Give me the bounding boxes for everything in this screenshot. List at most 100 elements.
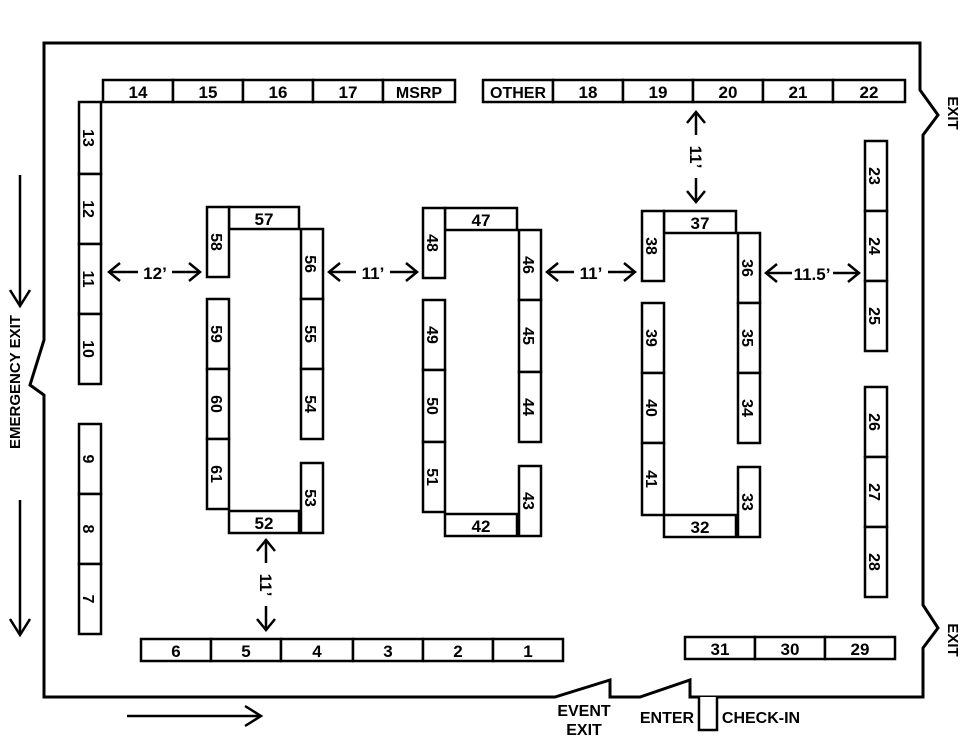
booth-6[interactable]: 6 xyxy=(139,637,213,663)
event-exit-label-line2: EXIT xyxy=(566,722,602,739)
booth-51[interactable]: 51 xyxy=(421,440,447,514)
booth-39[interactable]: 39 xyxy=(640,301,666,375)
svg-text:22: 22 xyxy=(860,83,879,102)
svg-text:39: 39 xyxy=(642,329,659,347)
booth-25[interactable]: 25 xyxy=(863,279,889,353)
svg-text:37: 37 xyxy=(691,214,710,233)
svg-text:10: 10 xyxy=(79,340,96,358)
svg-text:53: 53 xyxy=(301,489,318,507)
booth-59[interactable]: 59 xyxy=(205,297,231,371)
booth-7[interactable]: 7 xyxy=(77,562,103,636)
flow-arrow-right xyxy=(127,704,264,728)
svg-text:50: 50 xyxy=(423,397,440,415)
booth-15[interactable]: 15 xyxy=(171,78,245,104)
svg-text:32: 32 xyxy=(691,518,710,537)
svg-text:47: 47 xyxy=(472,211,491,230)
svg-text:60: 60 xyxy=(207,395,224,413)
booth-53[interactable]: 53 xyxy=(299,461,325,535)
booth-50[interactable]: 50 xyxy=(421,368,447,444)
svg-text:42: 42 xyxy=(472,517,491,536)
booth-other[interactable]: OTHER xyxy=(481,78,555,104)
booth-30[interactable]: 30 xyxy=(753,635,827,661)
booth-60[interactable]: 60 xyxy=(205,367,231,441)
booth-34[interactable]: 34 xyxy=(736,371,762,445)
booth-48[interactable]: 48 xyxy=(421,206,447,280)
booth-22[interactable]: 22 xyxy=(831,78,907,104)
svg-text:44: 44 xyxy=(519,398,536,416)
booth-31[interactable]: 31 xyxy=(683,635,757,661)
booth-44[interactable]: 44 xyxy=(517,370,543,444)
booth-46[interactable]: 46 xyxy=(517,228,543,302)
booth-42[interactable]: 42 xyxy=(443,512,519,538)
booth-47[interactable]: 47 xyxy=(443,206,519,232)
booth-16[interactable]: 16 xyxy=(241,78,315,104)
svg-text:18: 18 xyxy=(579,83,598,102)
booth-14[interactable]: 14 xyxy=(101,78,175,104)
booth-17[interactable]: 17 xyxy=(311,78,385,104)
booth-43[interactable]: 43 xyxy=(517,464,543,538)
svg-text:24: 24 xyxy=(865,237,882,255)
svg-text:56: 56 xyxy=(301,255,318,273)
booth-4[interactable]: 4 xyxy=(279,637,355,663)
svg-text:2: 2 xyxy=(453,642,462,661)
booth-26[interactable]: 26 xyxy=(863,385,889,459)
booth-49[interactable]: 49 xyxy=(421,298,447,372)
booth-5[interactable]: 5 xyxy=(209,637,283,663)
booth-40[interactable]: 40 xyxy=(640,371,666,445)
booth-32[interactable]: 32 xyxy=(662,513,738,539)
svg-text:29: 29 xyxy=(851,640,870,659)
booth-1[interactable]: 1 xyxy=(491,637,565,663)
booth-23[interactable]: 23 xyxy=(863,139,889,213)
booth-24[interactable]: 24 xyxy=(863,209,889,283)
booth-28[interactable]: 28 xyxy=(863,525,889,599)
booth-18[interactable]: 18 xyxy=(551,78,625,104)
booth-19[interactable]: 19 xyxy=(621,78,695,104)
booth-37[interactable]: 37 xyxy=(662,209,738,235)
svg-text:13: 13 xyxy=(79,129,96,147)
booth-3[interactable]: 3 xyxy=(351,637,425,663)
svg-text:51: 51 xyxy=(423,468,440,486)
booth-61[interactable]: 61 xyxy=(205,437,231,511)
booth-11[interactable]: 11 xyxy=(77,242,103,316)
booth-8[interactable]: 8 xyxy=(77,492,103,566)
booth-45[interactable]: 45 xyxy=(517,298,543,374)
booth-33[interactable]: 33 xyxy=(736,465,762,539)
svg-text:19: 19 xyxy=(649,83,668,102)
booth-35[interactable]: 35 xyxy=(736,301,762,375)
dimension-11ft-bottom xyxy=(256,538,276,632)
svg-text:16: 16 xyxy=(269,83,288,102)
svg-text:59: 59 xyxy=(207,325,224,343)
booth-20[interactable]: 20 xyxy=(691,78,765,104)
svg-text:6: 6 xyxy=(171,642,180,661)
flow-arrow-down-upper xyxy=(8,175,32,309)
booth-2[interactable]: 2 xyxy=(421,637,495,663)
booth-21[interactable]: 21 xyxy=(761,78,835,104)
svg-text:MSRP: MSRP xyxy=(396,85,443,102)
dimension-11ft-b-label: 11’ xyxy=(580,264,603,283)
svg-text:OTHER: OTHER xyxy=(490,85,546,102)
booth-27[interactable]: 27 xyxy=(863,455,889,529)
booth-36[interactable]: 36 xyxy=(736,231,762,305)
booth-10[interactable]: 10 xyxy=(77,312,103,386)
booth-52[interactable]: 52 xyxy=(227,509,301,535)
booth-41[interactable]: 41 xyxy=(640,441,666,517)
booth-57[interactable]: 57 xyxy=(227,205,301,231)
booth-12[interactable]: 12 xyxy=(77,172,103,246)
dimension-11ft-b xyxy=(545,262,637,282)
dimension-11ft-a-label: 11’ xyxy=(362,264,385,283)
booth-msrp[interactable]: MSRP xyxy=(381,78,457,104)
booth-58[interactable]: 58 xyxy=(205,205,231,279)
booth-55[interactable]: 55 xyxy=(299,297,325,371)
booth-9[interactable]: 9 xyxy=(77,422,103,496)
svg-text:46: 46 xyxy=(519,256,536,274)
booth-54[interactable]: 54 xyxy=(299,367,325,441)
booth-56[interactable]: 56 xyxy=(299,227,325,301)
booth-13[interactable]: 13 xyxy=(77,100,103,176)
svg-text:23: 23 xyxy=(865,167,882,185)
svg-text:38: 38 xyxy=(642,237,659,255)
dimension-11ft-top xyxy=(686,110,706,204)
svg-text:9: 9 xyxy=(79,455,96,464)
booth-29[interactable]: 29 xyxy=(823,635,897,661)
booth-38[interactable]: 38 xyxy=(640,209,666,283)
